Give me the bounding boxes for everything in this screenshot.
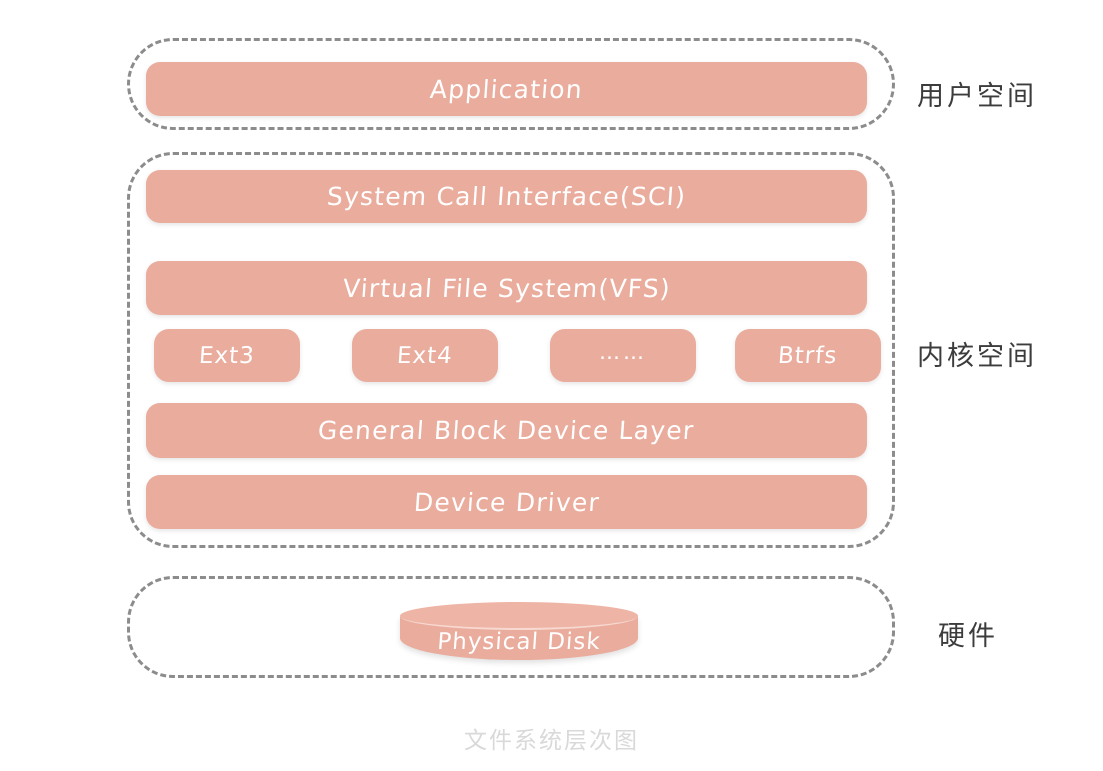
filesystem-ext3[interactable]: Ext3 [154,329,300,382]
layer-virtual-file-system-label: Virtual File System(VFS) [341,273,672,303]
zone-label-hardware: 硬件 [938,621,998,652]
layer-device-driver[interactable]: Device Driver [146,475,867,529]
filesystem-row: Ext3 Ext4 …… Btrfs [154,329,881,382]
physical-disk-cylinder[interactable]: Physical Disk [400,602,638,660]
filesystem-ellipsis-label: …… [599,339,647,364]
zone-hardware [127,576,895,678]
filesystem-ext3-label: Ext3 [198,342,256,369]
zone-user-space [127,38,895,130]
filesystem-ext4[interactable]: Ext4 [352,329,498,382]
layer-general-block-device-label: General Block Device Layer [317,416,696,445]
layer-system-call-interface[interactable]: System Call Interface(SCI) [146,170,867,223]
filesystem-ext4-label: Ext4 [396,342,454,369]
disk-top-ellipse [400,602,638,630]
layer-system-call-interface-label: System Call Interface(SCI) [325,182,688,211]
filesystem-ellipsis[interactable]: …… [550,329,696,382]
zone-label-kernel-space: 内核空间 [917,341,1037,372]
zone-kernel-space [127,152,895,548]
layer-virtual-file-system[interactable]: Virtual File System(VFS) [146,261,867,315]
physical-disk-label: Physical Disk [436,629,602,655]
layer-device-driver-label: Device Driver [412,487,601,517]
filesystem-btrfs-label: Btrfs [777,342,839,369]
diagram-caption: 文件系统层次图 [464,728,639,754]
filesystem-btrfs[interactable]: Btrfs [735,329,881,382]
layer-application[interactable]: Application [146,62,867,116]
layer-application-label: Application [429,74,584,104]
zone-label-user-space: 用户空间 [917,81,1037,112]
layer-general-block-device[interactable]: General Block Device Layer [146,403,867,458]
